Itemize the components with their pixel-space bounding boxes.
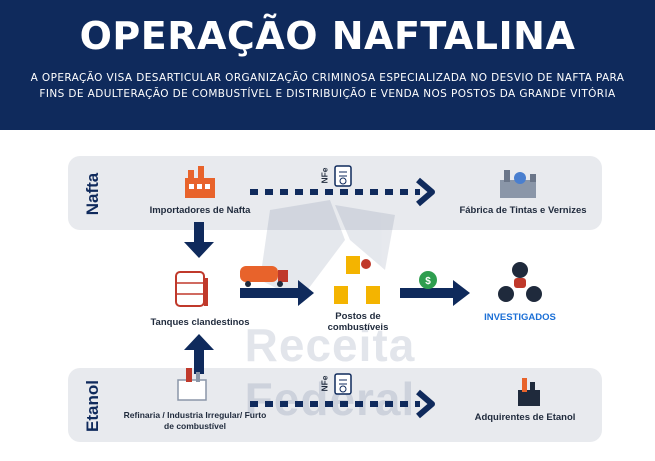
importadores-label: Importadores de Nafta	[149, 205, 251, 216]
refinery-icon	[177, 368, 207, 401]
nfe-label-top: NFe	[319, 167, 330, 184]
tanker-truck-icon	[240, 266, 288, 287]
adquirentes-label: Adquirentes de Etanol	[474, 412, 576, 423]
storage-tank-icon	[175, 271, 208, 307]
investigados-label: INVESTIGADOS	[484, 312, 556, 323]
refinaria-label: Refinaria / Industria Irregular/ Furto d…	[123, 410, 267, 431]
page-title: OPERAÇÃO NAFTALINA	[79, 14, 576, 58]
tanques-label: Tanques clandestinos	[150, 317, 250, 328]
receita-federal-watermark: Receita Federal	[244, 319, 416, 425]
ethanol-plant-icon	[518, 378, 540, 406]
up-arrow-refinaria	[184, 334, 214, 374]
postos-label: Postos de combustíveis	[327, 311, 389, 333]
page-subtitle: A OPERAÇÃO VISA DESARTICULAR ORGANIZAÇÃO…	[30, 72, 625, 100]
nfe-document-icon-bottom	[334, 373, 352, 395]
nfe-document-icon-top	[334, 165, 352, 187]
arrow-tanques-postos	[240, 280, 314, 306]
arrow-postos-investigados	[400, 280, 470, 306]
fuel-pump-icon	[334, 256, 380, 304]
money-bag-icon: $	[419, 271, 437, 289]
fabrica-label: Fábrica de Tintas e Vernizes	[459, 205, 587, 216]
down-arrow-importadores	[184, 222, 214, 258]
factory-icon-importadores	[185, 166, 215, 198]
etanol-dotted-arrow	[250, 389, 435, 419]
nafta-dotted-arrow	[250, 177, 435, 207]
suspects-group-icon	[498, 262, 542, 302]
paint-factory-icon	[500, 170, 536, 198]
header-banner: OPERAÇÃO NAFTALINA A OPERAÇÃO VISA DESAR…	[0, 0, 655, 130]
svg-text:$: $	[425, 276, 431, 287]
nfe-label-bottom: NFe	[319, 375, 330, 392]
